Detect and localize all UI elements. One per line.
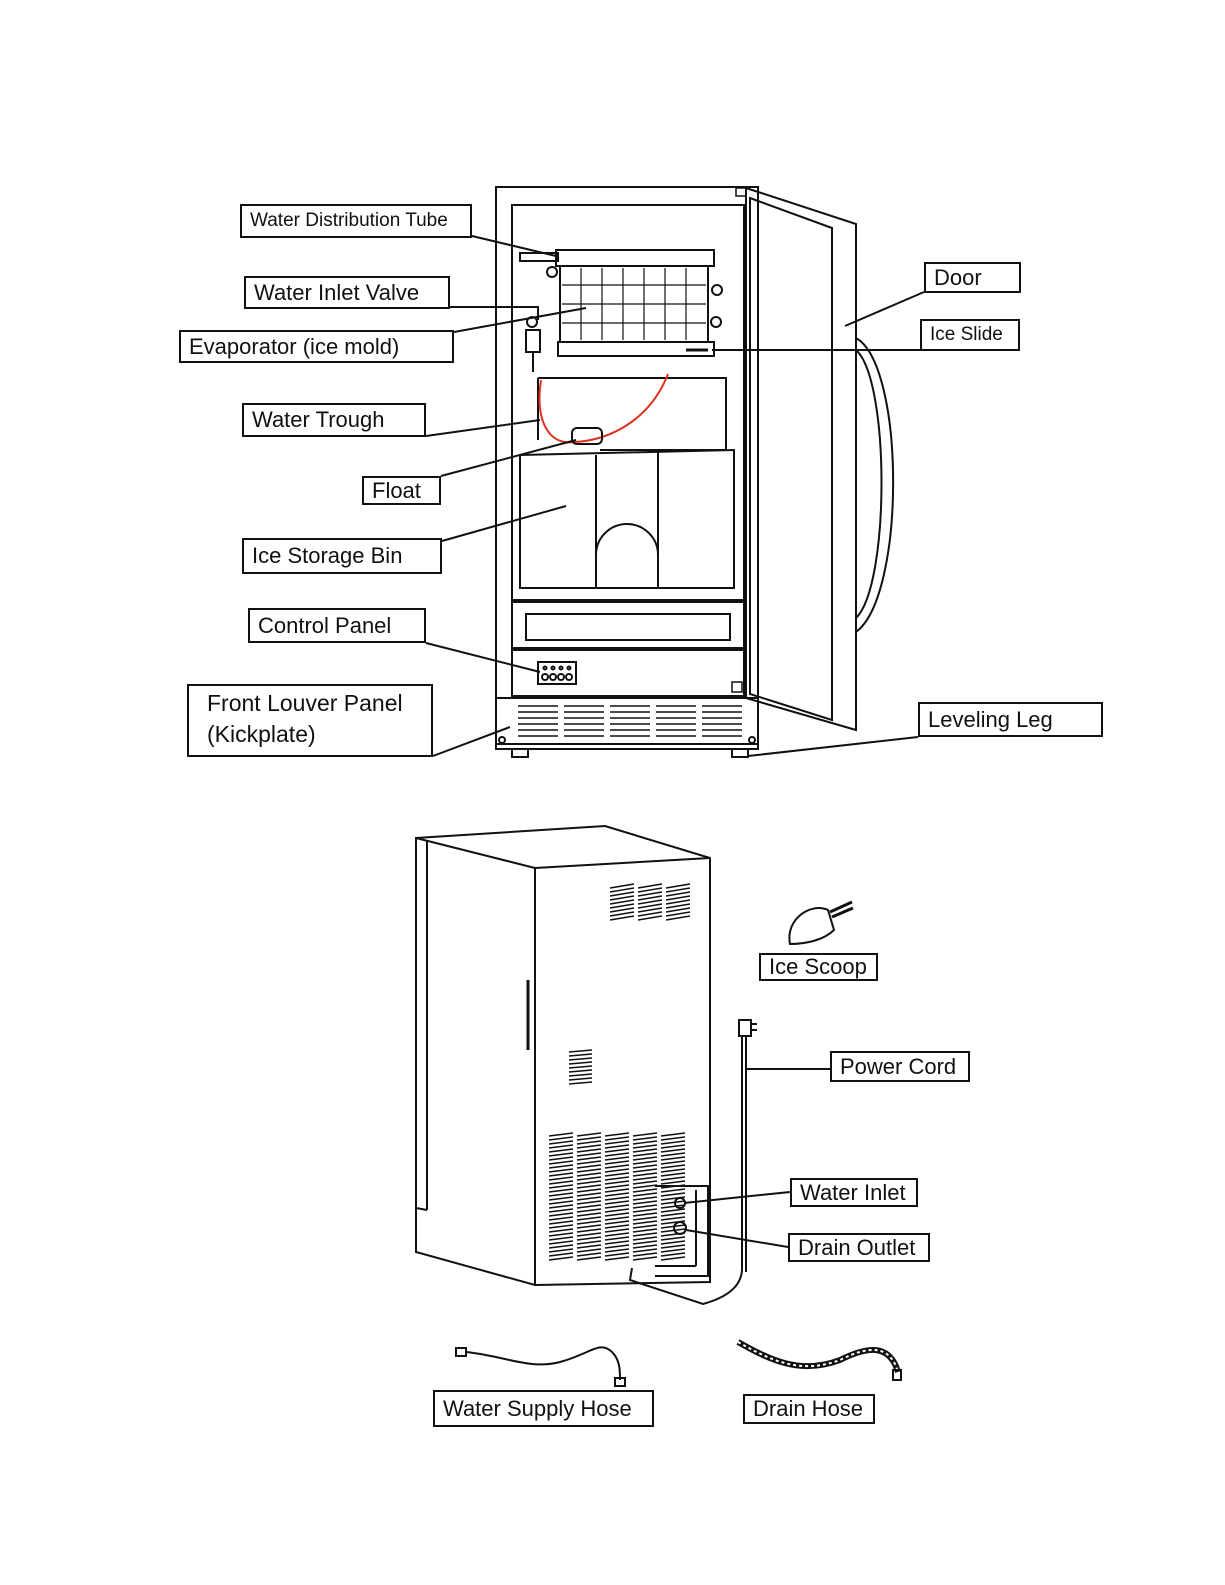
label-water-inlet-valve: Water Inlet Valve xyxy=(244,276,450,309)
label-drain-outlet: Drain Outlet xyxy=(788,1233,930,1262)
rear-vents xyxy=(549,884,690,1260)
label-ice-storage-bin: Ice Storage Bin xyxy=(242,538,442,574)
front-view-ice-maker xyxy=(496,187,893,757)
label-drain-hose: Drain Hose xyxy=(743,1394,875,1424)
front-louver-panel xyxy=(496,698,758,744)
drain-outlet-port xyxy=(674,1222,686,1234)
label-water-inlet: Water Inlet xyxy=(790,1178,918,1207)
control-panel xyxy=(538,662,576,684)
label-float: Float xyxy=(362,476,441,505)
label-water-supply-hose: Water Supply Hose xyxy=(433,1390,654,1427)
bottom-hinge xyxy=(732,682,742,692)
label-power-cord: Power Cord xyxy=(830,1051,970,1082)
label-front-louver-panel-line1: Front Louver Panel xyxy=(207,688,413,719)
label-ice-slide: Ice Slide xyxy=(920,319,1020,351)
label-water-trough: Water Trough xyxy=(242,403,426,437)
label-front-louver-panel-line2: (Kickplate) xyxy=(207,719,413,750)
rear-leader-lines xyxy=(684,1069,830,1247)
label-front-louver-panel: Front Louver Panel (Kickplate) xyxy=(187,684,433,757)
drain-hose xyxy=(738,1342,901,1380)
cabinet-outline xyxy=(496,187,758,749)
water-inlet-valve xyxy=(526,330,540,352)
evaporator-ice-mold xyxy=(527,250,722,356)
top-hinge xyxy=(736,188,746,196)
water-inlet-port xyxy=(675,1198,685,1208)
door xyxy=(746,188,893,730)
leveling-leg xyxy=(512,749,528,757)
water-supply-hose xyxy=(456,1347,625,1386)
label-leveling-leg: Leveling Leg xyxy=(918,702,1103,737)
ice-scoop xyxy=(789,902,853,944)
float-wire xyxy=(540,374,668,442)
control-area xyxy=(512,650,744,696)
label-control-panel: Control Panel xyxy=(248,608,426,643)
leveling-leg xyxy=(732,749,748,757)
interior-opening xyxy=(512,205,744,600)
water-trough xyxy=(538,378,726,450)
ice-storage-bin xyxy=(520,450,734,588)
label-evaporator: Evaporator (ice mold) xyxy=(179,330,454,363)
label-water-distribution-tube: Water Distribution Tube xyxy=(240,204,472,238)
rear-cabinet-outline xyxy=(416,826,710,1285)
label-ice-scoop: Ice Scoop xyxy=(759,953,878,981)
front-leader-lines xyxy=(426,236,924,756)
label-door: Door xyxy=(924,262,1021,293)
drawer-panel xyxy=(512,602,744,648)
